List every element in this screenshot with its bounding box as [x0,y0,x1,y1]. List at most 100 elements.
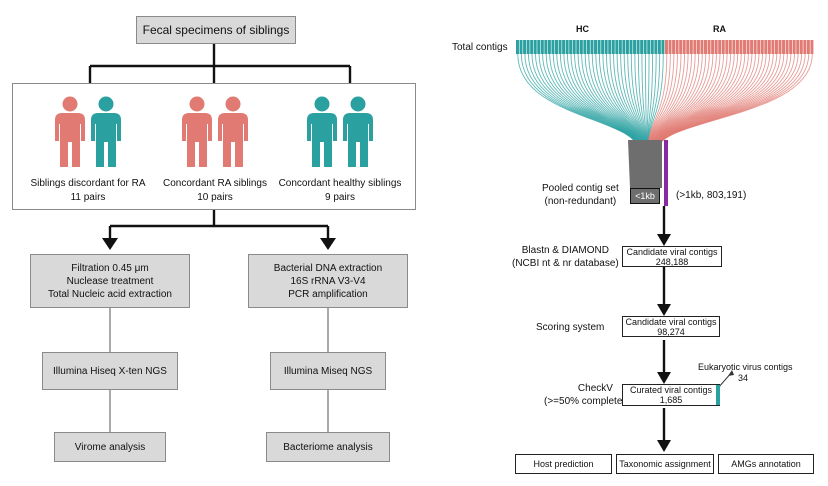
contig-bar [647,40,651,54]
person-icon [55,96,85,167]
contig-bar [728,40,732,54]
output-host-prediction: Host prediction [515,454,612,474]
contig-bar [721,40,725,54]
contig-bar [792,40,796,54]
step1-box: Candidate viral contigs 248,188 [622,246,722,267]
contig-bar [572,40,576,54]
contig-bar [760,40,764,54]
output-label: Taxonomic assignment [619,459,711,469]
contig-bar [725,40,729,54]
person-icon [218,96,248,167]
step3-label: CheckV (>=50% completeness) [544,382,647,408]
contig-bar [586,40,590,54]
output-label: Host prediction [533,459,594,469]
contig-bar [704,40,707,54]
contig-bar [615,40,619,54]
contig-bar [583,40,587,54]
contig-bar [590,40,594,54]
contig-bar [778,40,782,54]
prep-line: 16S rRNA V3-V4 [290,275,366,287]
contig-bar [654,40,658,54]
contig-bar [565,40,569,54]
virome-sequencing-box: Illumina Hiseq X-ten NGS [42,352,178,390]
arrowhead-icon [728,370,734,376]
specimens-title-box: Fecal specimens of siblings [136,16,296,44]
contig-bar [562,40,566,54]
contig-bar [643,40,647,54]
prep-line: Nuclease treatment [66,275,154,287]
contig-bar [735,40,739,54]
bacteriome-sequencing-box: Illumina Miseq NGS [270,352,386,390]
contig-bar [540,40,544,54]
bacteriome-prep-box: Bacterial DNA extraction 16S rRNA V3-V4 … [248,254,408,308]
contig-bar [530,40,534,54]
contig-bar [771,40,775,54]
contig-bar [640,40,644,54]
person-icon [343,96,373,167]
group-pairs: 11 pairs [70,192,106,203]
hc-label: HC [576,24,589,34]
prep-line: PCR amplification [288,288,368,300]
contig-bar [696,40,700,54]
contig-bar [526,40,530,54]
contig-bar [604,40,608,54]
contig-bar [679,40,683,54]
contig-bar [672,40,676,54]
contig-bar [516,40,519,54]
contig-bar [537,40,541,54]
contig-bar [739,40,743,54]
contig-flow [563,53,642,151]
contig-bar [523,40,527,54]
box-line: 1,685 [659,395,683,405]
arrow-down-icon [657,304,671,316]
contig-bar [693,40,697,54]
bacteriome-analysis-box: Bacteriome analysis [266,432,390,462]
contig-bar [810,40,814,54]
contig-bar [551,40,555,54]
output-taxonomic-assignment: Taxonomic assignment [616,454,714,474]
arrow-down-icon [657,372,671,384]
box-line: Curated viral contigs [629,385,713,395]
group-label: Siblings discordant for RA 11 pairs [18,177,158,205]
contig-bar [753,40,757,54]
arrow-down-icon [657,234,671,246]
contig-bar [750,40,754,54]
contig-bar [558,40,562,54]
analysis-label: Virome analysis [74,441,146,453]
contig-bar [608,40,612,54]
sequencing-label: Illumina Miseq NGS [283,365,373,377]
step-line: Scoring system [536,322,605,333]
contig-bar [579,40,583,54]
step2-box: Candidate viral contigs 98,274 [622,316,720,337]
contig-bar [547,40,551,54]
prep-line: Filtration 0.45 μm [71,262,149,274]
pooled-line: (non-redundant) [544,196,617,207]
contig-bar [689,40,693,54]
contig-flow [566,53,642,151]
contig-bar [764,40,768,54]
contig-bar [650,40,654,54]
arrow-down-icon [102,238,118,250]
contig-bar [789,40,793,54]
contig-bar [782,40,786,54]
sequencing-label: Illumina Hiseq X-ten NGS [53,365,167,377]
contig-bar [601,40,605,54]
step1-label: Blastn & DIAMOND (NCBI nt & nr database) [512,244,619,270]
contig-bar [746,40,750,54]
contig-bar [622,40,626,54]
contig-bar [796,40,800,54]
virome-prep-box: Filtration 0.45 μm Nuclease treatment To… [30,254,190,308]
lt1kb-box: <1kb [630,188,660,204]
person-icon [307,96,337,167]
contig-bar [533,40,537,54]
contig-bar [700,40,704,54]
contig-bar [714,40,718,54]
group-name: Siblings discordant for RA [30,178,146,189]
contig-bar [519,40,523,54]
contig-bar [806,40,810,54]
contig-bar [799,40,803,54]
